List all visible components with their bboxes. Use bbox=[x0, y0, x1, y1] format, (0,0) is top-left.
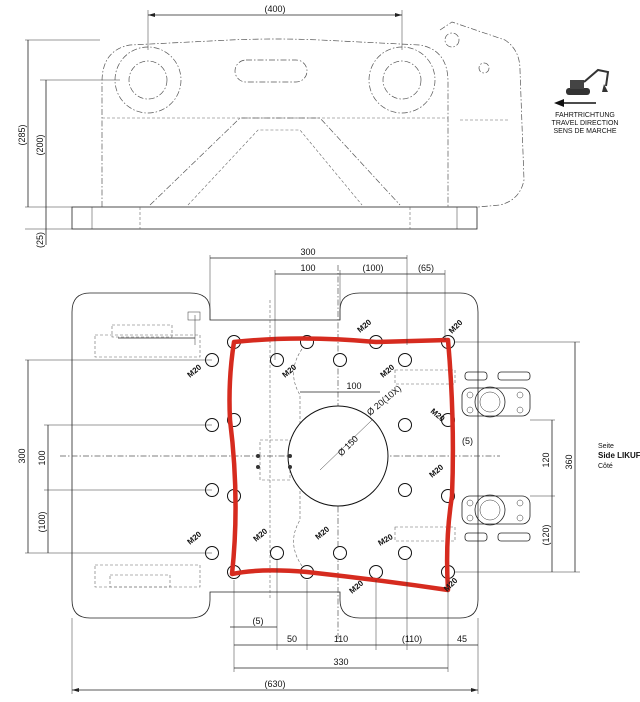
dim-right-360: 360 bbox=[564, 454, 574, 469]
bolt-hole bbox=[369, 565, 383, 579]
dim-left-100: 100 bbox=[37, 450, 47, 465]
excavator-icon bbox=[566, 68, 610, 95]
thread-label: M20 bbox=[348, 578, 366, 595]
thread-label: M20 bbox=[379, 362, 397, 379]
thread-label: M20 bbox=[314, 524, 332, 541]
slot bbox=[234, 59, 308, 83]
dim-bottom-330: 330 bbox=[333, 657, 348, 667]
pin-boss-left bbox=[114, 46, 182, 114]
dim-width-400: (400) bbox=[264, 4, 285, 14]
base-plate bbox=[71, 206, 478, 230]
dim-left-300: 300 bbox=[17, 448, 27, 463]
highlight-outline bbox=[227, 336, 456, 593]
thread-label: M20 bbox=[356, 317, 374, 334]
thread-label: M20 bbox=[377, 532, 395, 548]
dim-plate-25: (25) bbox=[35, 232, 45, 248]
bolt-hole bbox=[398, 483, 412, 497]
bolt-pattern-label: Ø 20(10X) bbox=[365, 383, 403, 417]
thread-label: M20 bbox=[252, 526, 270, 543]
dim-right-120: 120 bbox=[541, 452, 551, 467]
dim-height-200: (200) bbox=[35, 134, 45, 155]
bolt-hole bbox=[333, 353, 347, 367]
dim-bottom-50: 50 bbox=[287, 634, 297, 644]
bolt-hole bbox=[333, 546, 347, 560]
bolt-hole bbox=[398, 418, 412, 432]
dim-height-285: (285) bbox=[17, 124, 27, 145]
dim-top-300: 300 bbox=[300, 247, 315, 257]
thread-label: M20 bbox=[281, 362, 299, 379]
dim-top-65: (65) bbox=[418, 263, 434, 273]
dim-top-100: 100 bbox=[300, 263, 315, 273]
center-hole bbox=[287, 405, 389, 507]
direction-en: TRAVEL DIRECTION bbox=[552, 120, 619, 127]
pin-boss-right bbox=[368, 46, 436, 114]
arrow-left-icon bbox=[554, 99, 564, 107]
coupler-block-upper bbox=[461, 371, 531, 418]
thread-label: M20 bbox=[186, 362, 204, 379]
coupler-profile bbox=[439, 21, 525, 208]
travel-direction: FAHRTRICHTUNG TRAVEL DIRECTION SENS DE M… bbox=[552, 68, 619, 135]
thread-label: M20 bbox=[428, 462, 446, 479]
dim-right-120b: (120) bbox=[541, 524, 551, 545]
direction-fr: SENS DE MARCHE bbox=[553, 128, 616, 135]
dim-bottom-45: 45 bbox=[457, 634, 467, 644]
dim-bottom-630: (630) bbox=[264, 679, 285, 689]
dim-bottom-110: 110 bbox=[334, 634, 348, 644]
dim-top-100b: (100) bbox=[362, 263, 383, 273]
plan-view: Ø 150 bbox=[17, 247, 640, 694]
thread-label: M20 bbox=[442, 576, 460, 594]
bolt-hole bbox=[270, 353, 284, 367]
coupler-block-lower bbox=[461, 494, 531, 542]
bolt-hole bbox=[398, 353, 412, 367]
side-label-de: Seite bbox=[598, 443, 614, 450]
dim-bottom-5: (5) bbox=[253, 616, 264, 626]
bolt-hole bbox=[270, 546, 284, 560]
side-label-fr: Côté bbox=[598, 463, 613, 470]
direction-de: FAHRTRICHTUNG bbox=[555, 112, 615, 119]
thread-label: M20 bbox=[186, 529, 204, 546]
side-view: (400) (285) (200) (25) bbox=[17, 4, 525, 248]
dim-left-100b: (100) bbox=[37, 511, 47, 532]
bolt-hole bbox=[398, 546, 412, 560]
thread-label: M20 bbox=[447, 318, 465, 336]
dim-right-5: (5) bbox=[462, 436, 473, 446]
dim-bottom-110b: (110) bbox=[402, 634, 422, 644]
bracket-outline bbox=[101, 38, 449, 207]
dim-inner-100: 100 bbox=[346, 381, 361, 391]
side-label-en: Side LIKUFIX bbox=[598, 451, 640, 460]
